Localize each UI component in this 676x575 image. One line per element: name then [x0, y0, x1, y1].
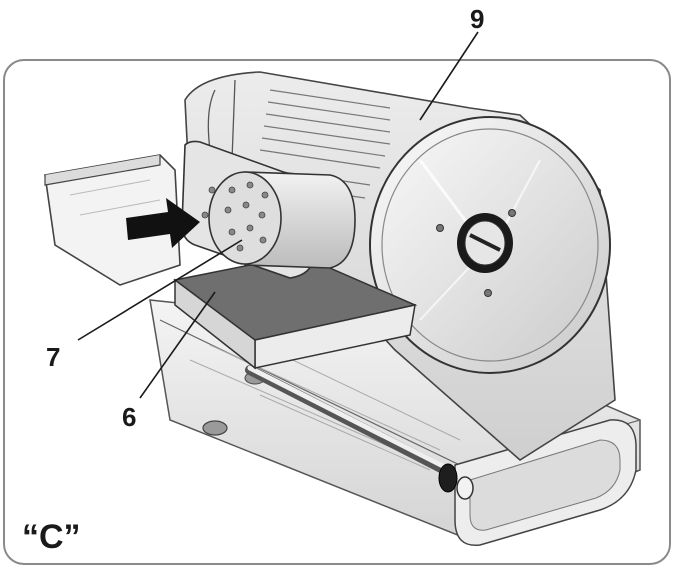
food-pusher [181, 140, 356, 279]
figure-frame [3, 59, 671, 565]
guide-rod [245, 365, 474, 500]
push-arrow-icon [126, 198, 200, 248]
carriage-plate [173, 254, 418, 370]
callout-9: 9 [470, 4, 485, 34]
leader-line-9 [419, 31, 479, 121]
callout-7: 7 [46, 342, 61, 372]
slicing-blade [369, 116, 611, 374]
side-tray [44, 154, 181, 286]
leader-line-7 [77, 239, 243, 341]
figure-tag: “C” [22, 518, 81, 556]
callout-6: 6 [122, 402, 137, 432]
leader-line-6 [139, 291, 216, 399]
